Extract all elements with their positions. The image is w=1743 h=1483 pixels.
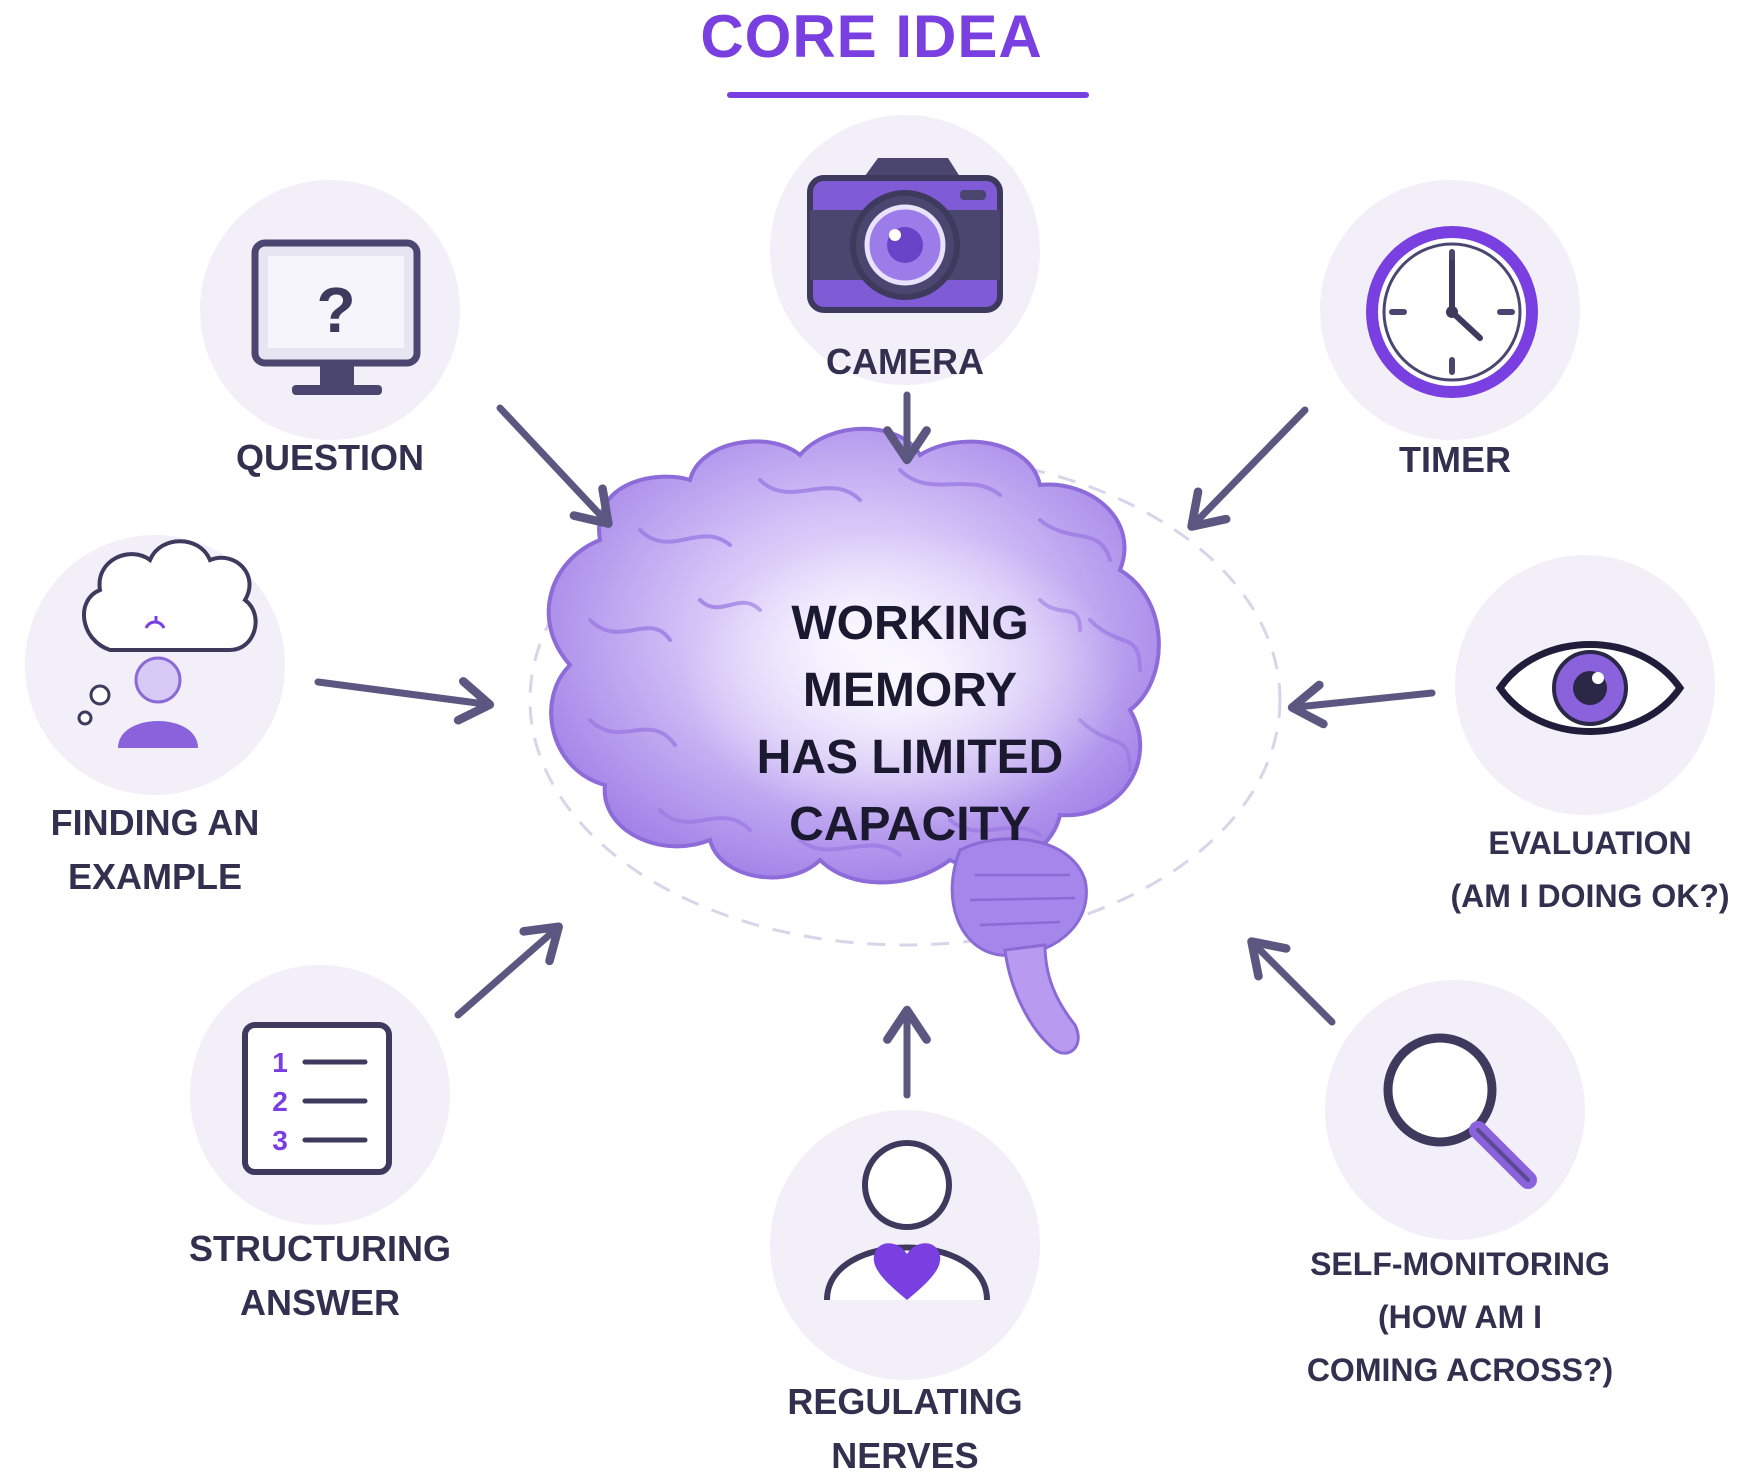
title-underline <box>727 92 1089 98</box>
question-arrow <box>496 404 613 528</box>
structuring-answer-label: STRUCTURING ANSWER <box>189 1228 451 1323</box>
camera-label: CAMERA <box>826 341 984 382</box>
thought-bubble-person-icon <box>77 539 258 748</box>
person-heart-icon <box>824 1140 990 1301</box>
monitor-question-icon: ? <box>251 239 421 395</box>
clock-icon <box>1366 226 1538 398</box>
self-monitoring-arrow <box>1247 937 1336 1026</box>
list-number-2: 2 <box>272 1086 288 1117</box>
finding-example-label: FINDING AN EXAMPLE <box>50 802 260 897</box>
center-statement: WORKING MEMORY HAS LIMITED CAPACITY <box>756 597 1064 851</box>
eye-icon <box>1495 641 1685 735</box>
list-number-1: 1 <box>272 1047 288 1078</box>
question-mark: ? <box>316 274 355 346</box>
evaluation-arrow <box>1287 680 1436 729</box>
list-number-3: 3 <box>272 1125 288 1156</box>
brain-icon <box>546 426 1161 1055</box>
numbered-list-icon: 1 2 3 <box>242 1022 392 1175</box>
finding-example-arrow <box>314 677 495 725</box>
self-monitoring-label: SELF-MONITORING (HOW AM I COMING ACROSS?… <box>1306 1246 1614 1388</box>
evaluation-label: EVALUATION (AM I DOING OK?) <box>1450 825 1730 914</box>
timer-label: TIMER <box>1399 439 1511 480</box>
camera-icon <box>807 158 1003 313</box>
structuring-answer-arrow <box>454 922 563 1019</box>
timer-arrow <box>1187 406 1309 531</box>
magnifier-icon <box>1383 1033 1537 1189</box>
question-label: QUESTION <box>235 437 424 478</box>
regulating-nerves-label: REGULATING NERVES <box>787 1381 1023 1476</box>
page-title: CORE IDEA <box>700 3 1043 70</box>
